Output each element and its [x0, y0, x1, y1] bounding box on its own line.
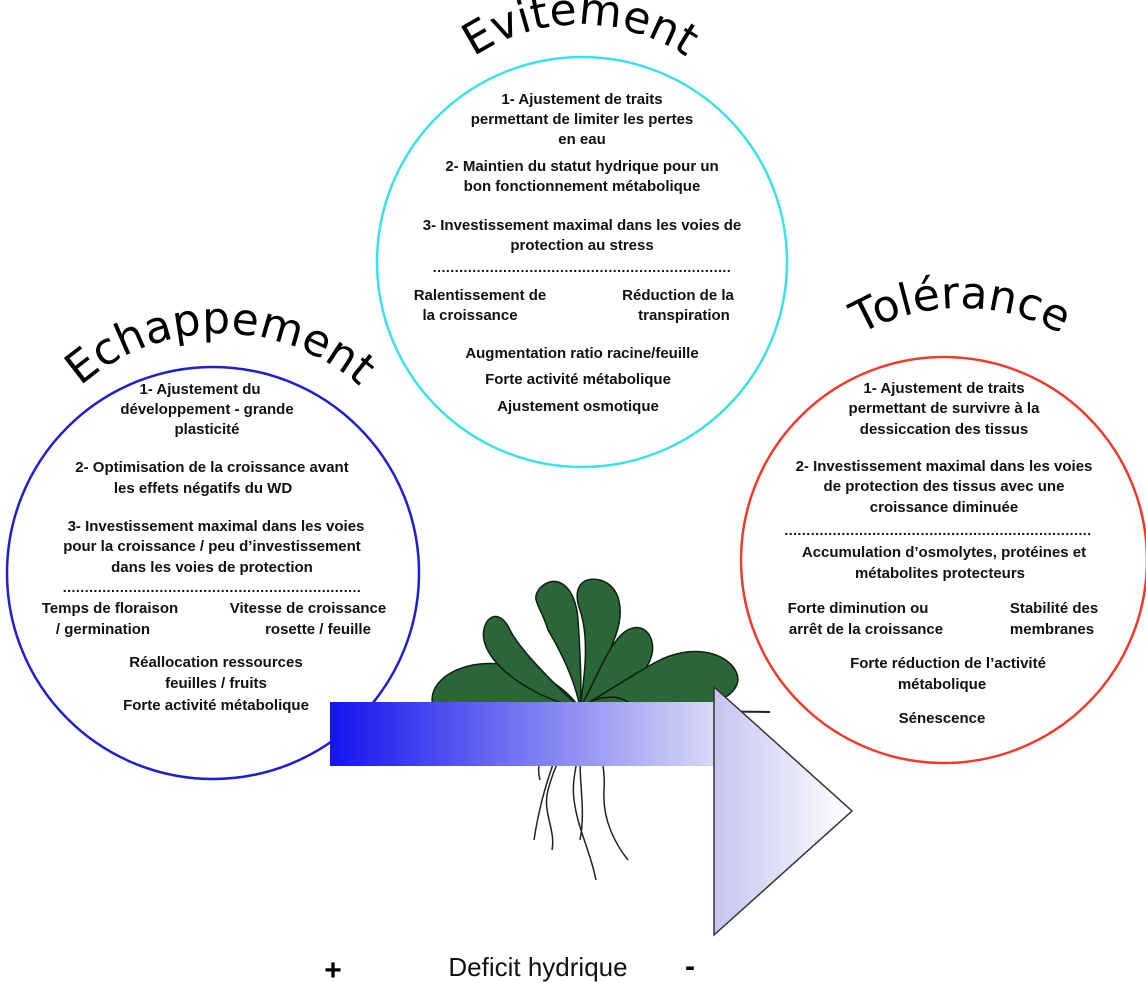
tolerance-extra2: métabolique: [898, 676, 986, 693]
tolerance-line3b: métabolites protecteurs: [855, 565, 1025, 582]
echappement-line3c: dans les voies de protection: [111, 559, 313, 576]
leaf: [535, 580, 582, 709]
echappement-title: Echappement: [56, 293, 385, 395]
axis-label: Deficit hydrique: [448, 952, 627, 982]
axis-minus: -: [685, 950, 695, 983]
echappement-line1a: 1- Ajustement du: [139, 381, 260, 398]
tolerance-circle: [739, 355, 1146, 765]
echappement-extra2: feuilles / fruits: [165, 675, 267, 692]
echappement-line1b: développement - grande: [120, 401, 293, 418]
deficit-arrow: [330, 685, 854, 937]
evitement-line1a: 1- Ajustement de traits: [501, 91, 662, 108]
echappement-line2a: 2- Optimisation de la croissance avant: [75, 459, 348, 476]
axis-plus: +: [324, 954, 342, 983]
leaf: [482, 615, 583, 710]
tolerance-line1b: permettant de survivre à la: [849, 400, 1041, 417]
evitement-line2a: 2- Maintien du statut hydrique pour un: [445, 158, 718, 175]
echappement-left-b: / germination: [56, 621, 150, 638]
evitement-line2b: bon fonctionnement métabolique: [464, 178, 701, 195]
tolerance-extra1: Forte réduction de l’activité: [850, 655, 1046, 672]
evitement-separator: ........................................…: [433, 259, 732, 275]
echappement-circle: [5, 365, 421, 781]
tolerance-line1c: dessiccation des tissus: [860, 421, 1028, 438]
tolerance-right-a: Stabilité des: [1010, 600, 1098, 617]
evitement-right-b: transpiration: [638, 307, 730, 324]
echappement-right-a: Vitesse de croissance: [230, 600, 387, 617]
echappement-right-b: rosette / feuille: [265, 621, 371, 638]
echappement-separator: ........................................…: [63, 579, 362, 595]
evitement-left-b: la croissance: [422, 307, 517, 324]
echappement-left-a: Temps de floraison: [42, 600, 178, 617]
evitement-right-a: Réduction de la: [622, 287, 734, 304]
echappement-extra3: Forte activité métabolique: [123, 697, 309, 714]
evitement-left-a: Ralentissement de: [414, 287, 547, 304]
echappement-line2b: les effets négatifs du WD: [114, 480, 293, 497]
evitement-line3a: 3- Investissement maximal dans les voies…: [423, 217, 742, 234]
tolerance-right-b: membranes: [1010, 621, 1094, 638]
evitement-extra2: Forte activité métabolique: [485, 371, 671, 388]
tolerance-title: Tolérance: [842, 268, 1079, 345]
evitement-group: Evitement 1- Ajustement de traits permet…: [375, 0, 789, 469]
evitement-line1b: permettant de limiter les pertes: [471, 111, 694, 128]
evitement-extra1: Augmentation ratio racine/feuille: [465, 345, 698, 362]
tolerance-separator: ........................................…: [784, 522, 1091, 538]
echappement-line1c: plasticité: [174, 421, 239, 438]
tolerance-line2c: croissance diminuée: [870, 499, 1018, 516]
echappement-line3a: 3- Investissement maximal dans les voies: [68, 518, 365, 535]
echappement-extra1: Réallocation ressources: [129, 654, 302, 671]
evitement-circle: [375, 55, 789, 469]
arrow-shaft: [330, 702, 714, 766]
tolerance-left-a: Forte diminution ou: [788, 600, 929, 617]
tolerance-line3a: Accumulation d’osmolytes, protéines et: [802, 544, 1086, 561]
plant-icon: [411, 578, 771, 881]
tolerance-extra3: Sénescence: [899, 710, 986, 727]
tolerance-line1a: 1- Ajustement de traits: [863, 380, 1024, 397]
tolerance-left-b: arrêt de la croissance: [789, 621, 943, 638]
arrow-head: [713, 685, 854, 937]
tolerance-line2b: de protection des tissus avec une: [824, 478, 1065, 495]
evitement-line3b: protection au stress: [510, 237, 653, 254]
evitement-extra3: Ajustement osmotique: [497, 398, 659, 415]
echappement-line3b: pour la croissance / peu d’investissemen…: [63, 538, 361, 555]
tolerance-group: Tolérance 1- Ajustement de traits permet…: [739, 268, 1146, 765]
evitement-line1c: en eau: [558, 131, 606, 148]
tolerance-line2a: 2- Investissement maximal dans les voies: [796, 458, 1093, 475]
